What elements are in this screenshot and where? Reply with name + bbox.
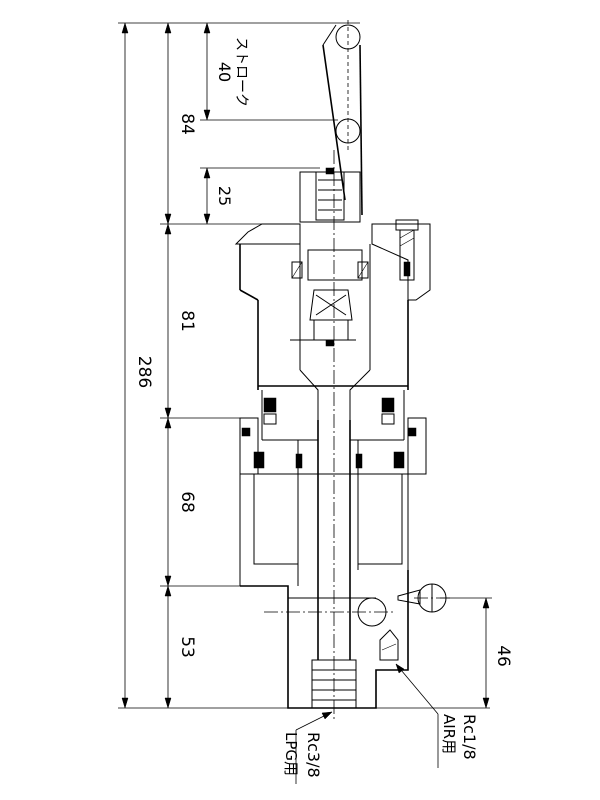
arrowheads: [121, 22, 490, 709]
port-callouts: Rc3/8 LPG用 Rc1/8 AIR用: [282, 663, 479, 784]
dim-46: 46: [493, 645, 513, 667]
dim-81: 81: [177, 310, 197, 332]
dim-stroke-value: 40: [215, 62, 234, 82]
top-cap: [299, 167, 361, 223]
lpg-thread-label: Rc3/8: [304, 732, 323, 778]
dim-68: 68: [177, 491, 197, 513]
dim-stroke-label: ストローク: [233, 37, 249, 107]
dim-286: 286: [134, 356, 154, 388]
air-usage-label: AIR用: [440, 714, 458, 754]
dimension-labels: 286 84 81 68 53 25 ストローク 40 46: [134, 37, 513, 667]
dimension-lines: [118, 22, 492, 708]
dim-84: 84: [177, 113, 197, 135]
piston-section: [239, 385, 427, 586]
air-thread-label: Rc1/8: [460, 714, 479, 760]
lpg-usage-label: LPG用: [282, 732, 300, 776]
dim-53: 53: [177, 636, 197, 658]
cylinder-chambers: [253, 440, 403, 586]
upper-body: [234, 219, 431, 420]
dim-25: 25: [215, 186, 234, 206]
